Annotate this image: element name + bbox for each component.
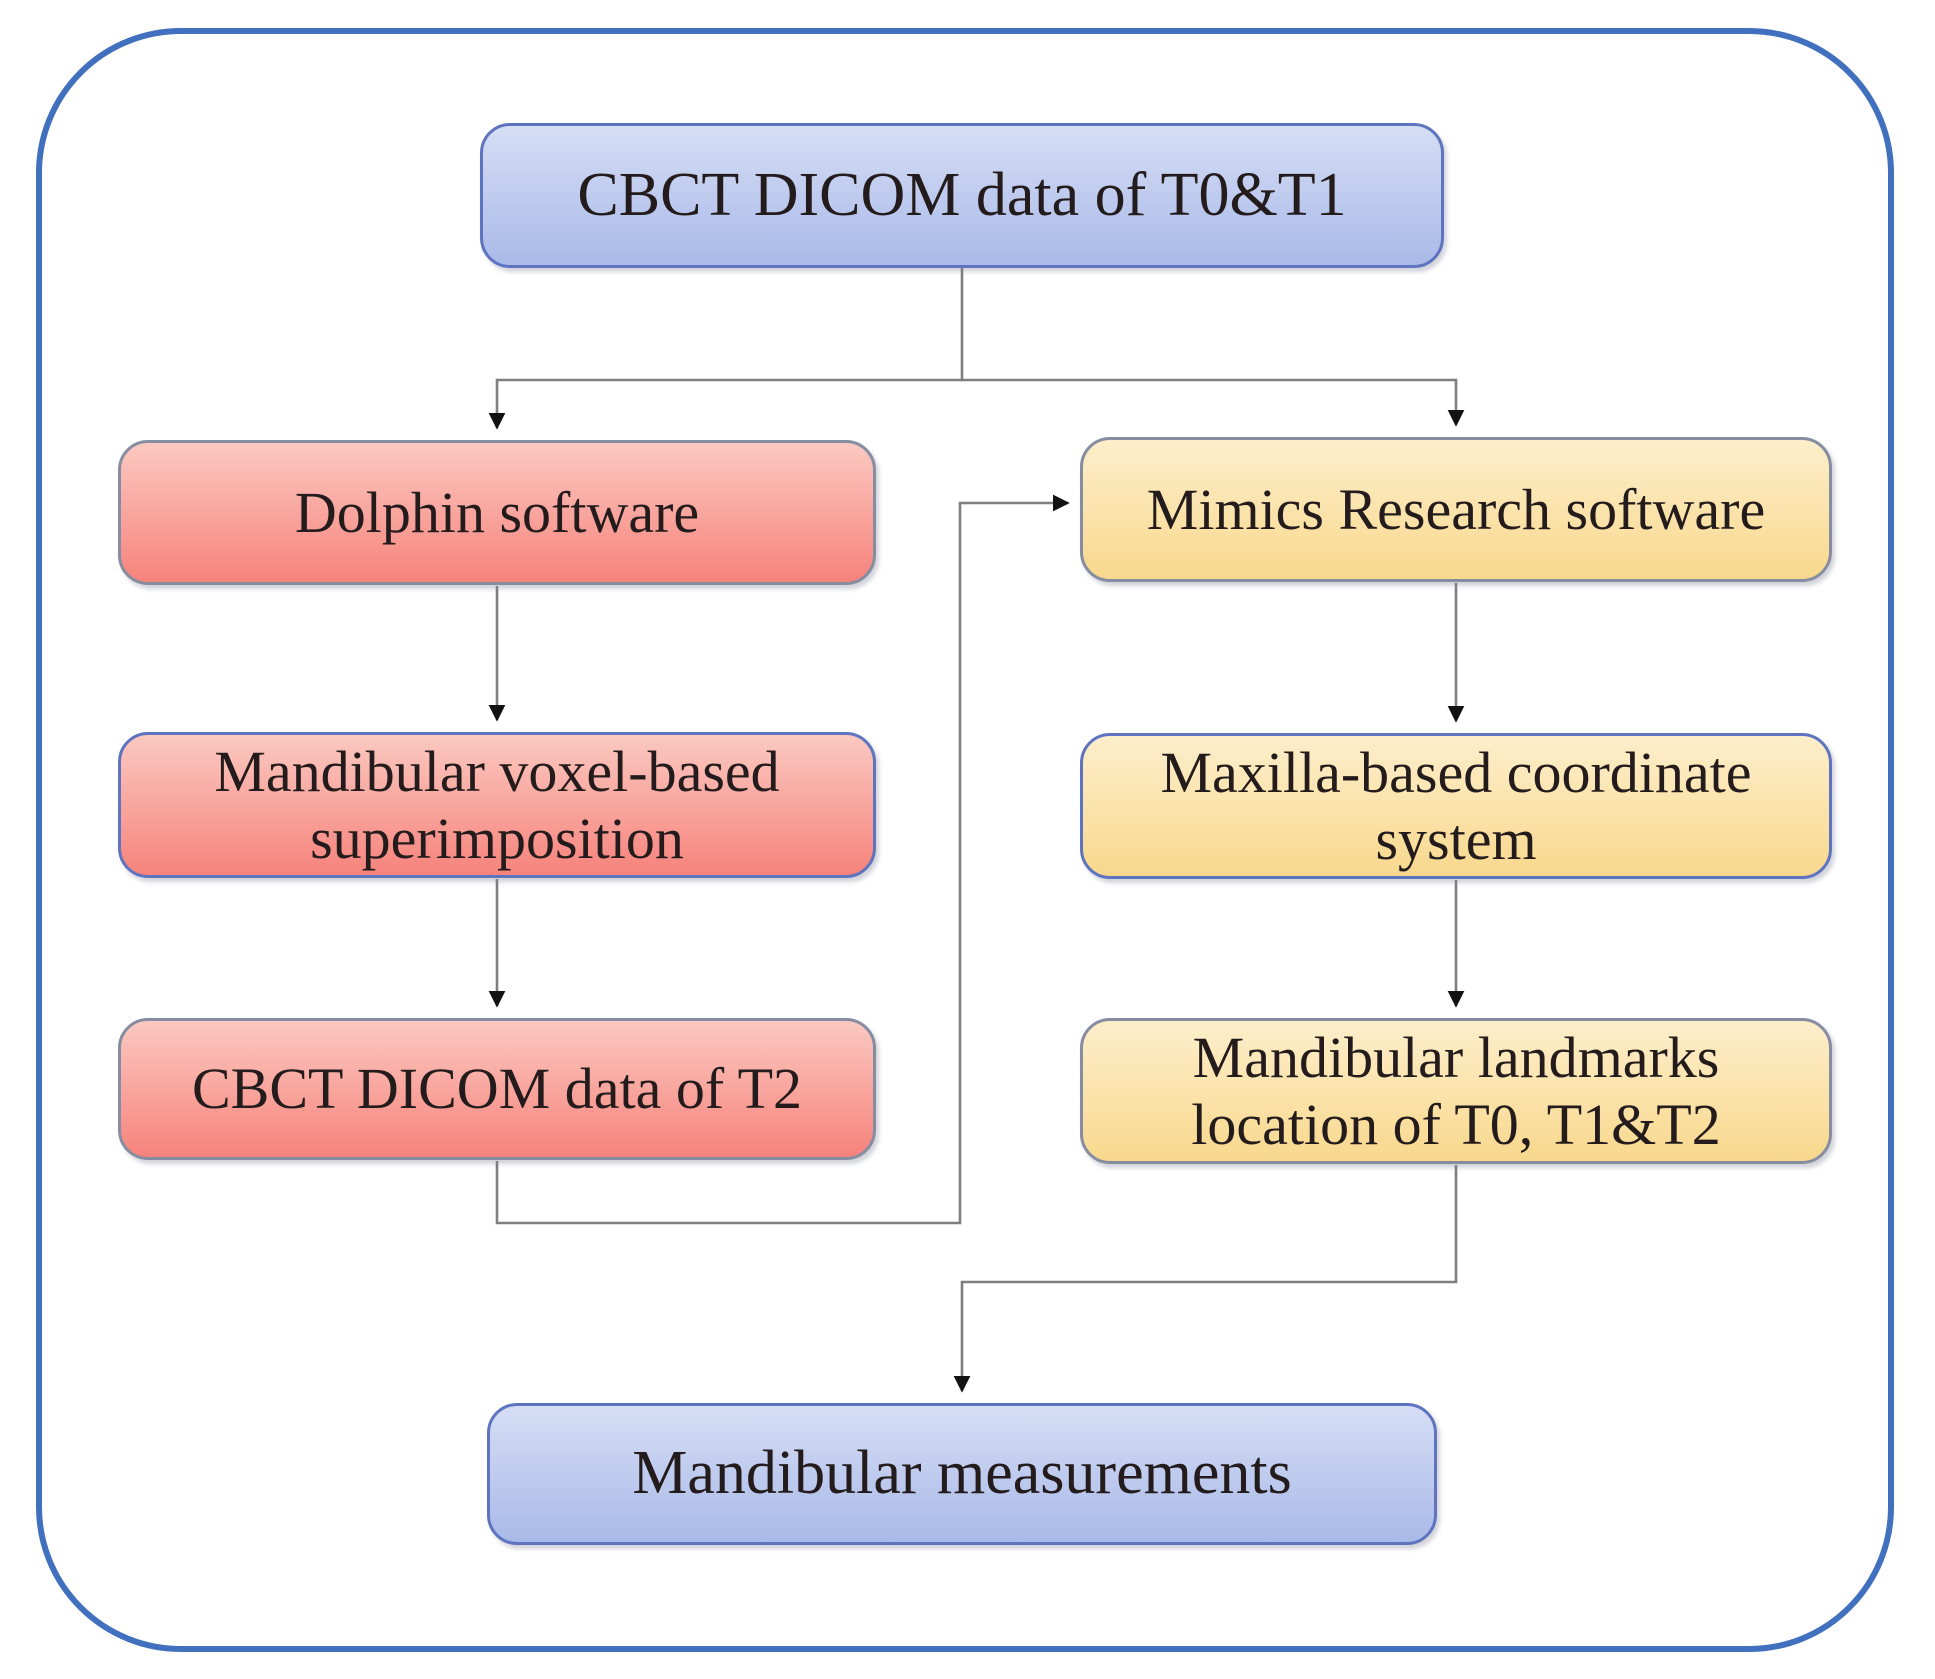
node-dolphin-software-label: Dolphin software xyxy=(294,479,700,545)
node-cbct-dicom-t0t1: CBCT DICOM data of T0&T1 xyxy=(480,123,1444,268)
node-maxilla-coordinate-system-label: Maxilla-based coordinate system xyxy=(1160,739,1752,872)
node-mandibular-measurements: Mandibular measurements xyxy=(487,1403,1437,1545)
node-mimics-software-label: Mimics Research software xyxy=(1146,476,1766,542)
node-mimics-software: Mimics Research software xyxy=(1080,437,1832,582)
node-mandibular-landmarks: Mandibular landmarks location of T0, T1&… xyxy=(1080,1018,1832,1164)
node-cbct-dicom-t2: CBCT DICOM data of T2 xyxy=(118,1018,876,1160)
node-maxilla-coordinate-system: Maxilla-based coordinate system xyxy=(1080,733,1832,879)
node-mandibular-landmarks-label: Mandibular landmarks location of T0, T1&… xyxy=(1191,1024,1721,1157)
node-cbct-dicom-t0t1-label: CBCT DICOM data of T0&T1 xyxy=(577,160,1347,229)
figure-outer-border xyxy=(36,28,1894,1652)
node-dolphin-software: Dolphin software xyxy=(118,440,876,585)
node-voxel-superimposition: Mandibular voxel-based superimposition xyxy=(118,732,876,878)
node-cbct-dicom-t2-label: CBCT DICOM data of T2 xyxy=(191,1056,803,1122)
node-mandibular-measurements-label: Mandibular measurements xyxy=(632,1439,1292,1508)
node-voxel-superimposition-label: Mandibular voxel-based superimposition xyxy=(214,738,780,871)
